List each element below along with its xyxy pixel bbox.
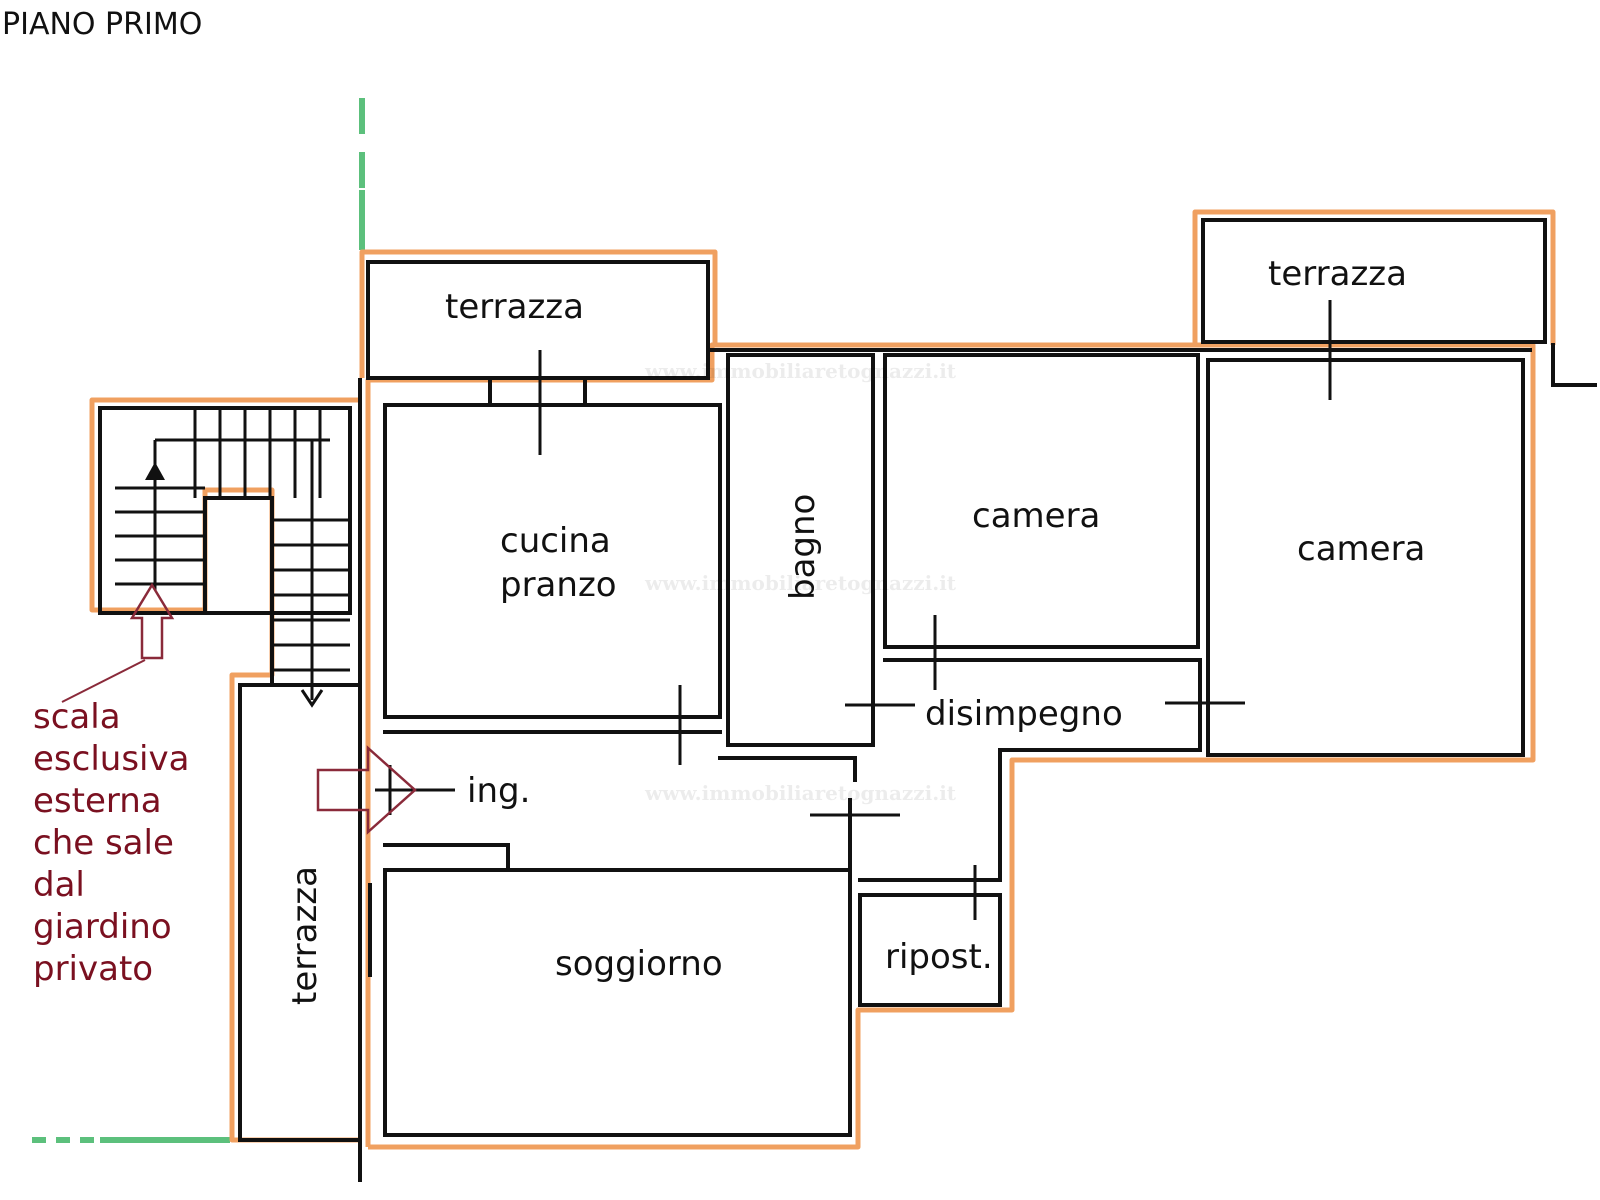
watermark: www.immobiliaretognazzi.it — [644, 571, 957, 595]
note-line: privato — [33, 949, 153, 989]
watermark: www.immobiliaretognazzi.it — [644, 359, 957, 383]
note-line: dal — [33, 865, 85, 905]
room-label-cucina: cucina — [500, 521, 611, 561]
stair-up-arrow-icon — [129, 582, 175, 660]
room-label-disimpegno: disimpegno — [925, 694, 1123, 734]
room-label-terrazza-right: terrazza — [1268, 254, 1407, 294]
room-label-camera-2: camera — [1297, 529, 1425, 569]
watermark: www.immobiliaretognazzi.it — [644, 781, 957, 805]
stair-treads — [115, 408, 350, 708]
note-line: giardino — [33, 907, 172, 947]
room-label-ripostiglio: ripost. — [885, 937, 993, 977]
note-leader-line — [61, 659, 146, 703]
note-line: scala — [33, 697, 121, 737]
room-label-soggiorno: soggiorno — [555, 944, 723, 984]
plan-title: PIANO PRIMO — [2, 7, 202, 42]
note-line: che sale — [33, 823, 174, 863]
note-line: esclusiva — [33, 739, 189, 779]
room-label-terrazza-front: terrazza — [445, 287, 584, 327]
door-marks — [375, 300, 1332, 920]
room-label-pranzo: pranzo — [500, 565, 617, 605]
stair-note: scala esclusiva esterna che sale dal gia… — [33, 697, 189, 989]
entrance-arrow-icon — [316, 745, 417, 835]
room-label-terrazza-left: terrazza — [285, 866, 325, 1005]
note-line: esterna — [33, 781, 162, 821]
room-label-ingresso: ing. — [467, 771, 530, 811]
property-boundary — [22, 98, 365, 1143]
walls — [98, 218, 1597, 1182]
room-label-bagno: bagno — [783, 494, 823, 600]
room-label-camera-1: camera — [972, 496, 1100, 536]
